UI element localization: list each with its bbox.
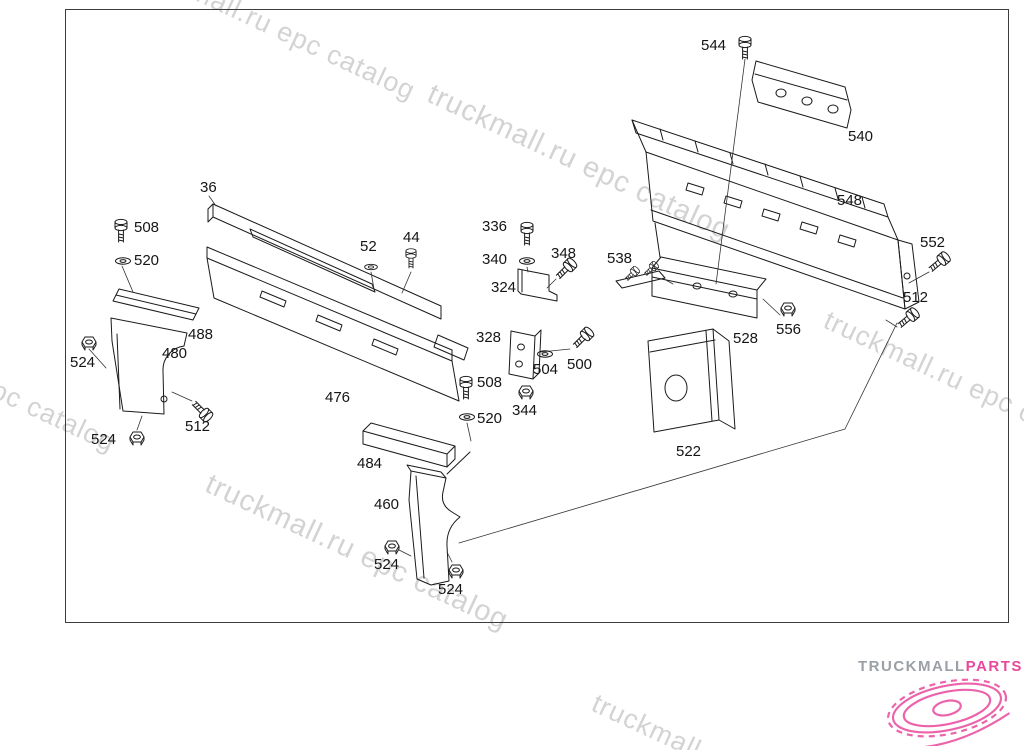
washer-icon-520: [115, 257, 131, 265]
part-484-channel: [362, 422, 456, 468]
part-label-556: 556: [776, 321, 802, 338]
part-label-504: 504: [533, 361, 559, 378]
gear-logo-icon: [872, 668, 1022, 750]
bolt-icon-500: [570, 325, 596, 351]
washer-icon-52: [364, 263, 378, 271]
brand-logo: TRUCKMALLPARTS: [858, 658, 1023, 675]
bolt-icon-336: [520, 221, 534, 246]
part-label-552: 552: [920, 234, 946, 251]
part-label-520-mid: 520: [477, 410, 503, 427]
bolt-icon-508-mid: [459, 375, 473, 400]
bolt-icon-508: [114, 218, 128, 243]
part-label-538: 538: [607, 250, 633, 267]
part-label-508-mid: 508: [477, 374, 503, 391]
part-label-508: 508: [134, 219, 160, 236]
part-460-bracket: [406, 451, 471, 586]
part-label-544: 544: [701, 37, 727, 54]
nut-icon-524b: [129, 431, 145, 446]
washer-icon-520-mid: [459, 413, 475, 421]
part-538-strap: [615, 270, 666, 289]
part-label-480: 480: [162, 345, 188, 362]
part-36-rail: [207, 203, 442, 320]
part-label-348: 348: [551, 245, 577, 262]
part-label-524d: 524: [438, 581, 464, 598]
part-label-524a: 524: [70, 354, 96, 371]
brand-name-parts: PARTS: [965, 658, 1023, 675]
bolt-icon-512-right: [895, 305, 922, 331]
part-label-524c: 524: [374, 556, 400, 573]
part-label-548: 548: [837, 192, 863, 209]
part-480-bracket: [110, 317, 188, 415]
part-label-460: 460: [374, 496, 400, 513]
brand-name-truckmall: TRUCKMALL: [858, 658, 966, 675]
part-476-rail: [206, 246, 469, 402]
part-label-488: 488: [188, 326, 214, 343]
part-label-528: 528: [733, 330, 759, 347]
part-label-512-left: 512: [185, 418, 211, 435]
nut-icon-556: [780, 302, 796, 317]
part-label-512-right: 512: [903, 289, 929, 306]
part-522-box: [647, 328, 736, 433]
part-label-328: 328: [476, 329, 502, 346]
diagram-frame: [65, 9, 1009, 623]
bolt-icon-544: [738, 35, 752, 60]
washer-icon-340: [519, 257, 535, 265]
part-label-324: 324: [491, 279, 517, 296]
nut-icon-344: [518, 385, 534, 400]
part-label-36: 36: [200, 179, 217, 196]
part-label-44: 44: [403, 229, 420, 246]
bolt-icon-538a: [623, 264, 642, 283]
part-528-bracket: [651, 222, 767, 319]
part-label-522: 522: [676, 443, 702, 460]
nut-icon-524c: [384, 540, 400, 555]
part-label-340: 340: [482, 251, 508, 268]
leader-lines: [88, 58, 930, 563]
bolt-icon-538b: [642, 259, 661, 278]
part-324-bracket: [517, 268, 558, 302]
part-label-524b: 524: [91, 431, 117, 448]
part-label-484: 484: [357, 455, 383, 472]
nut-icon-524d: [448, 564, 464, 579]
part-label-476: 476: [325, 389, 351, 406]
nut-icon-524a: [81, 336, 97, 351]
bolt-icon-552: [926, 249, 953, 275]
part-540-bracket: [751, 60, 852, 129]
part-488-strip: [112, 288, 200, 321]
part-label-52: 52: [360, 238, 377, 255]
part-548-panel: [631, 119, 920, 310]
part-label-540: 540: [848, 128, 874, 145]
part-label-500: 500: [567, 356, 593, 373]
part-label-344: 344: [512, 402, 538, 419]
part-label-520: 520: [134, 252, 160, 269]
part-label-336: 336: [482, 218, 508, 235]
bolt-icon-44: [405, 248, 417, 269]
